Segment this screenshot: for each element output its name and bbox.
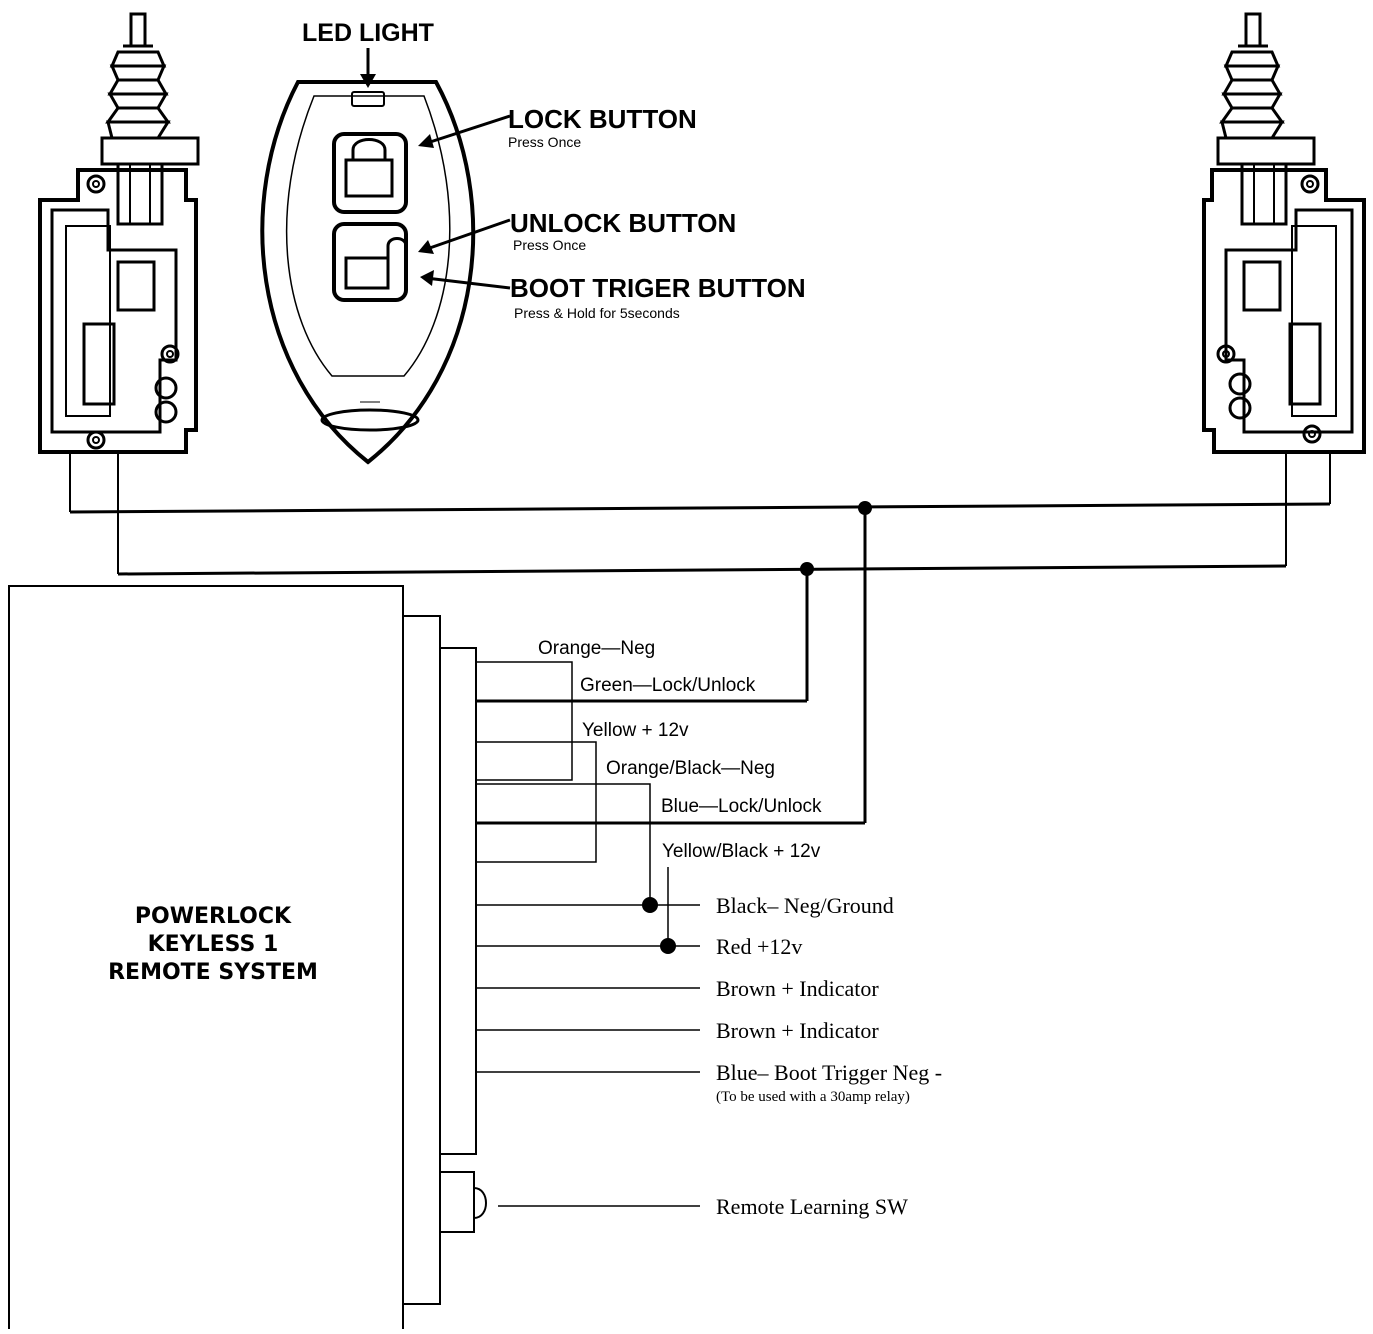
wire-label-red: Red +12v (716, 934, 802, 959)
boot-trigger-button-hint: Press & Hold for 5seconds (514, 305, 680, 321)
control-unit-title-3: REMOTE SYSTEM (108, 960, 318, 985)
wire-junction-dot (642, 897, 658, 913)
wire-label-yellow-black: Yellow/Black + 12v (662, 841, 821, 862)
lock-button-hint: Press Once (508, 134, 581, 150)
wire-label-blue-boot-note: (To be used with a 30amp relay) (716, 1089, 910, 1105)
led-light-label: LED LIGHT (302, 19, 434, 47)
right-door-actuator (1202, 12, 1366, 566)
control-unit-title-1: POWERLOCK (135, 904, 292, 929)
harness-wires (476, 661, 865, 1207)
boot-trigger-button-label: BOOT TRIGER BUTTON (510, 273, 806, 303)
left-door-actuator (38, 12, 200, 574)
wire-label-blue-boot: Blue– Boot Trigger Neg - (716, 1060, 942, 1085)
control-unit-title-2: KEYLESS 1 (148, 932, 279, 957)
bus-junction-dot (800, 562, 814, 576)
control-unit-box (8, 585, 487, 1332)
remote-fob (260, 80, 476, 465)
wire-junction-dot (660, 938, 676, 954)
wire-label-brown-1: Brown + Indicator (716, 976, 879, 1001)
led-indicator (351, 91, 385, 107)
wire-label-yellow: Yellow + 12v (582, 720, 689, 741)
wire-label-orange: Orange—Neg (538, 638, 655, 659)
lock-button-label: LOCK BUTTON (508, 104, 697, 134)
unlock-button-label: UNLOCK BUTTON (510, 208, 736, 238)
lock-button[interactable] (332, 132, 408, 214)
remote-callout-arrows (360, 48, 511, 290)
padlock-closed-icon (344, 138, 394, 198)
wire-label-orange-black: Orange/Black—Neg (606, 758, 775, 779)
wire-label-brown-2: Brown + Indicator (716, 1018, 879, 1043)
padlock-open-icon (344, 237, 408, 290)
unlock-button[interactable] (332, 222, 408, 302)
wire-label-black: Black– Neg/Ground (716, 893, 894, 918)
lock-unlock-bus (69, 502, 1331, 823)
unlock-button-hint: Press Once (513, 237, 586, 253)
learning-switch-label: Remote Learning SW (716, 1194, 908, 1219)
wire-label-green: Green—Lock/Unlock (580, 675, 756, 696)
wire-label-blue: Blue—Lock/Unlock (661, 796, 822, 817)
bus-junction-dot (858, 501, 872, 515)
